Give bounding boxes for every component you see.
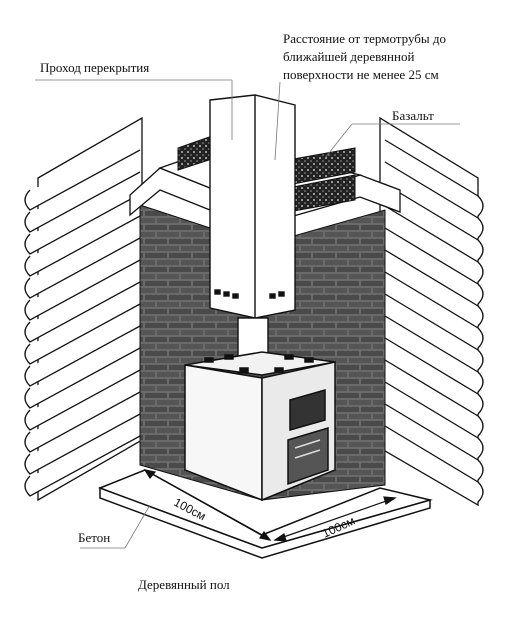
stove-top-grate: [204, 354, 314, 373]
ceiling-passage-label: Проход перекрытия: [40, 60, 150, 75]
distance-note-line1: Расстояние от термотрубы до: [283, 31, 446, 46]
distance-note-line3: поверхности не менее 25 см: [283, 67, 439, 82]
left-logs: [24, 149, 141, 497]
sauna-stove: [184, 351, 336, 502]
chimney-pipe: [209, 94, 296, 374]
left-log-wall: [24, 116, 143, 502]
dimension-lines: [143, 469, 397, 542]
distance-note-label: Расстояние от термотрубы до ближайшей де…: [283, 30, 508, 84]
basalt-label: Базальт: [392, 108, 434, 123]
convector-holes: [214, 289, 285, 299]
wooden-floor-label: Деревянный пол: [138, 577, 230, 592]
stove-door: [287, 389, 329, 486]
distance-note-line2: ближайшей деревянной: [283, 49, 415, 64]
right-logs: [384, 139, 484, 503]
right-log-wall: [379, 116, 484, 507]
concrete-label: Бетон: [78, 530, 111, 545]
leader-lines: [35, 79, 460, 549]
